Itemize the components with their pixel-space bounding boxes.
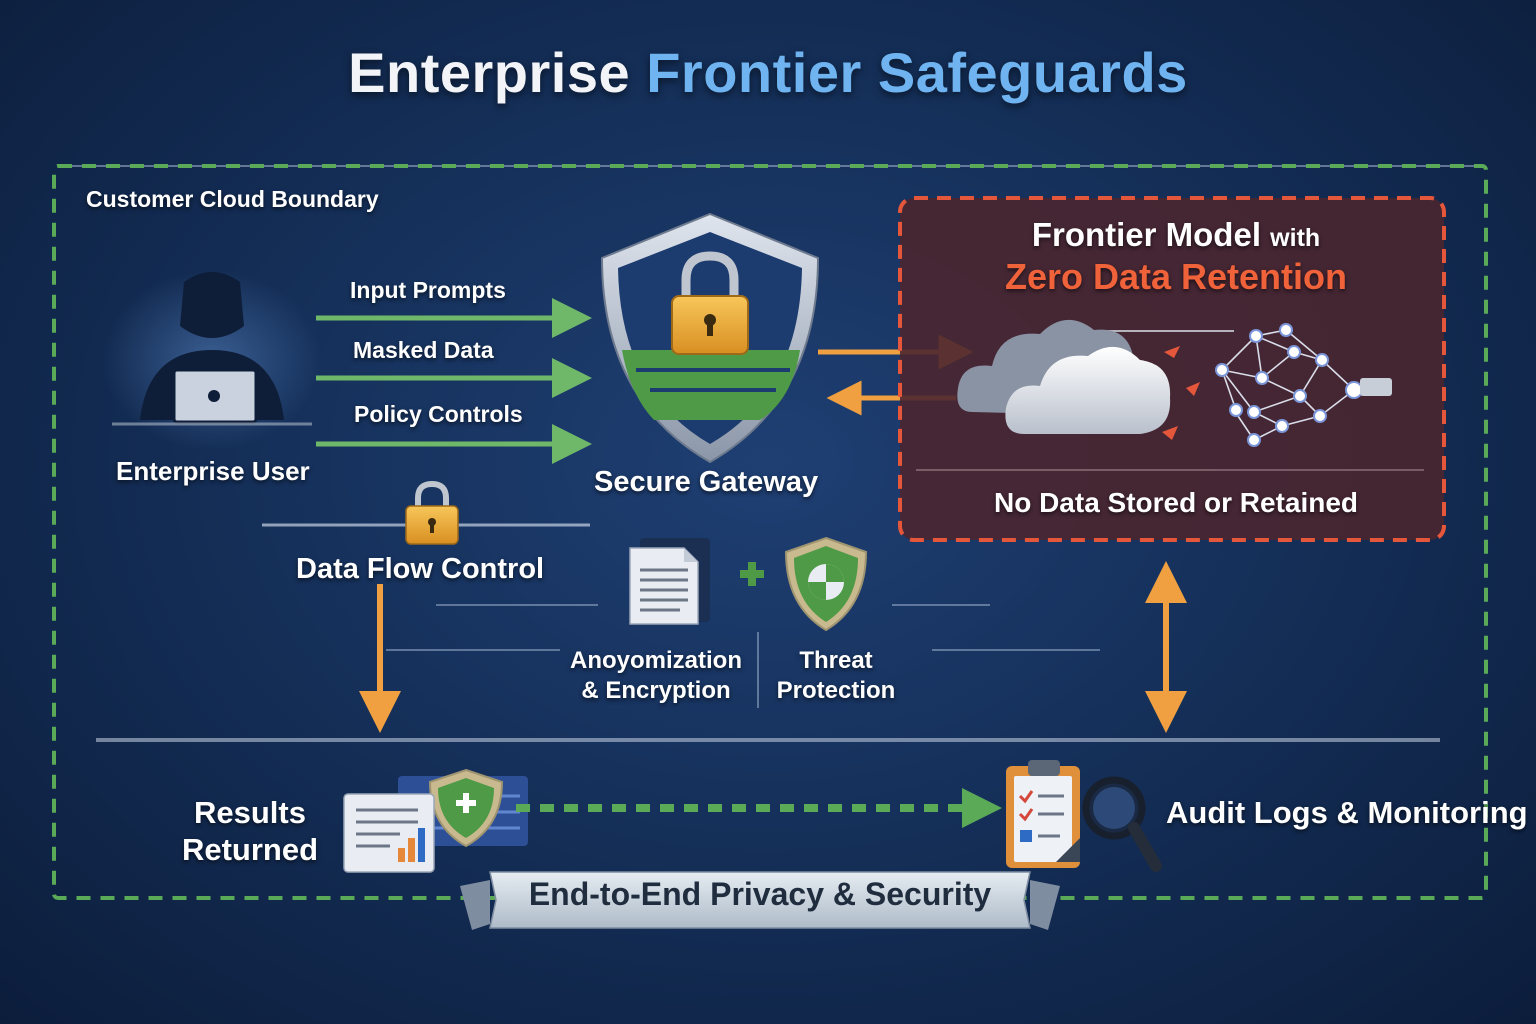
banner-label: End-to-End Privacy & Security [528,876,992,912]
clipboard-checklist-icon [1006,760,1080,868]
plus-icon [740,562,764,586]
policy-controls-label: Policy Controls [354,401,523,427]
shield-lock-icon [600,212,820,464]
zero-retention-label: Zero Data Retention [1004,256,1348,297]
neural-network-icon [1162,323,1392,447]
audit-logs-label: Audit Logs & Monitoring [1166,795,1528,830]
secure-gateway-label: Secure Gateway [594,466,819,498]
threat-shield-icon [784,536,868,632]
model-title-main: Frontier Model [1031,216,1261,253]
frontier-model-box [898,196,1446,542]
enterprise-user-label: Enterprise User [116,456,310,486]
document-icon [629,538,710,625]
title-part2: Frontier Safeguards [646,41,1188,104]
model-title-with: with [1270,224,1321,252]
security-banner [460,871,1060,930]
user-laptop-icon [102,270,322,450]
report-chart-icon [343,768,528,873]
results-returned-label: Results Returned [181,795,319,867]
magnifier-icon [1082,776,1162,872]
anonymization-label: Anoyomization & Encryption [570,647,742,704]
boundary-label: Customer Cloud Boundary [86,186,379,212]
padlock-icon [405,480,459,545]
model-title: Frontier Model with [910,216,1442,254]
threat-protection-label: Threat Protection [776,647,896,704]
data-flow-control-label: Data Flow Control [296,553,545,585]
customer-cloud-boundary [52,164,1488,900]
title-part1: Enterprise [348,41,631,104]
no-data-stored-label: No Data Stored or Retained [993,487,1359,518]
masked-data-label: Masked Data [353,337,494,363]
page-title: Enterprise Frontier Safeguards [0,40,1536,105]
cloud-icon [957,319,1171,434]
input-prompts-label: Input Prompts [350,277,506,303]
